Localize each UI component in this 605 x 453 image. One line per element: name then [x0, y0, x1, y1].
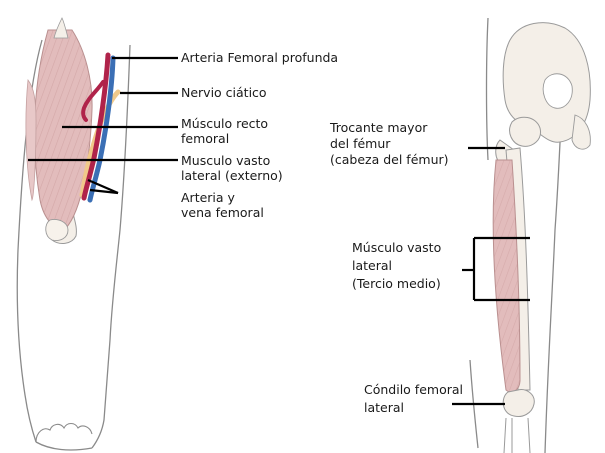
vastus-lateralis-strip	[26, 80, 36, 200]
label-vasto-tercio-line2: lateral	[352, 258, 392, 273]
label-trocante-line2: del fémur	[330, 136, 390, 151]
label-musculo-recto-line2: femoral	[181, 131, 229, 146]
label-condilo-line2: lateral	[364, 400, 404, 415]
knee-patella	[46, 219, 68, 240]
label-trocante-line1: Trocante mayor	[330, 120, 427, 135]
label-arteria-vena-line2: vena femoral	[181, 205, 264, 220]
label-trocante-line3: (cabeza del fémur)	[330, 152, 449, 167]
label-arteria-femoral-profunda: Arteria Femoral profunda	[181, 50, 338, 65]
tibia	[504, 418, 530, 453]
label-vasto-tercio-line3: (Tercio medio)	[352, 276, 441, 291]
left-leg-figure	[17, 18, 130, 450]
label-musculo-recto-line1: Músculo recto	[181, 116, 268, 131]
label-arteria-vena-line1: Arteria y	[181, 190, 235, 205]
sacrum	[572, 115, 590, 149]
right-leg-figure	[470, 18, 590, 453]
label-vasto-tercio-line1: Músculo vasto	[352, 240, 441, 255]
tendon-top	[54, 18, 68, 38]
pelvis-foramen	[543, 74, 572, 109]
femoral-condyle	[503, 390, 534, 417]
label-vasto-externo-line2: lateral (externo)	[181, 168, 283, 183]
label-condilo-line1: Cóndilo femoral	[364, 382, 463, 397]
label-nervio-ciatico: Nervio ciático	[181, 85, 267, 100]
foot-toes	[36, 424, 92, 443]
femur-head	[510, 117, 541, 146]
label-vasto-externo-line1: Musculo vasto	[181, 153, 270, 168]
